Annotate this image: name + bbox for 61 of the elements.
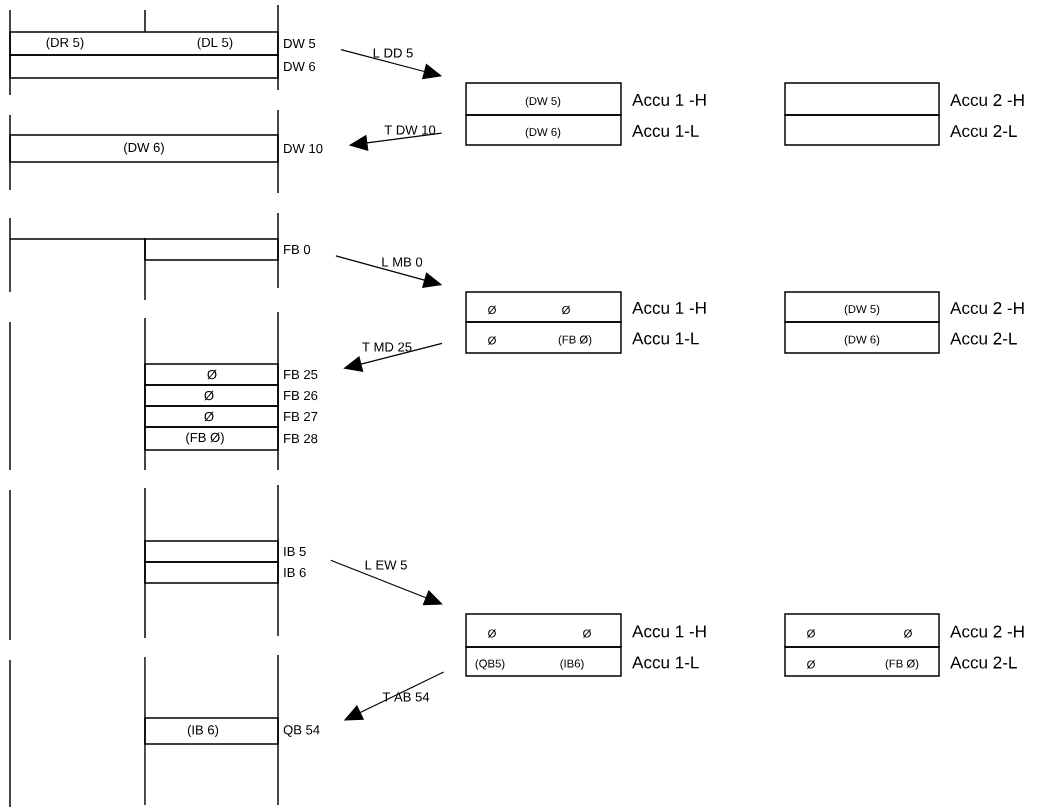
register-label: Accu 1 -H xyxy=(632,302,706,314)
address-label: IB 6 xyxy=(284,567,306,578)
node-label: Ø xyxy=(488,629,497,638)
register-label: Accu 1-L xyxy=(632,332,699,345)
register-row: (QB5) (IB6) xyxy=(465,646,622,677)
edge-label: L MB 0 xyxy=(382,257,423,267)
address-label: FB 27 xyxy=(284,411,318,422)
address-label: DW 6 xyxy=(284,61,316,72)
register-label: Accu 1 -H xyxy=(632,625,706,638)
register-label: Accu 2-L xyxy=(950,332,1017,345)
register-row: Ø Ø xyxy=(465,291,622,323)
register-label: Accu 2 -H xyxy=(950,625,1024,638)
node-label: (QB5) xyxy=(475,659,505,670)
address-label: IB 5 xyxy=(284,546,306,557)
register-row: Ø (FB Ø) xyxy=(784,646,940,677)
edge-label: T DW 10 xyxy=(384,125,436,135)
node-label: Ø xyxy=(488,305,497,315)
memory-row: Ø xyxy=(144,405,279,428)
register-label: Accu 2 -H xyxy=(950,301,1024,315)
register-row: (DW 5) xyxy=(784,291,940,323)
register-label: Accu 1-L xyxy=(632,656,699,669)
register-label: Accu 2 -H xyxy=(950,93,1024,107)
node-label: (DL 5) xyxy=(197,37,233,50)
address-label: FB 28 xyxy=(284,433,318,444)
address-label: FB 0 xyxy=(284,244,311,255)
memory-row: Ø xyxy=(144,363,279,386)
register-label: Accu 1-L xyxy=(632,125,699,137)
register-label: Accu 2-L xyxy=(950,656,1017,669)
register-row: (DW 6) xyxy=(465,114,622,146)
memory-row: Ø xyxy=(144,384,279,407)
node-label: Ø xyxy=(583,629,592,638)
address-label: DW 10 xyxy=(284,143,323,154)
node-label: Ø xyxy=(904,629,913,638)
address-label: FB 25 xyxy=(284,369,318,380)
arrow xyxy=(330,559,443,606)
node-label: (FB Ø) xyxy=(558,335,592,346)
register-label: Accu 1 -H xyxy=(632,94,706,106)
node-label: Ø xyxy=(807,660,816,669)
edge-label: T AB 54 xyxy=(382,692,430,702)
node-label: (FB Ø) xyxy=(885,659,919,670)
memory-row: (DW 6) xyxy=(9,134,279,163)
edge-label: T MD 25 xyxy=(362,342,412,352)
register-label: Accu 2-L xyxy=(950,124,1017,138)
memory-row: (FB Ø) xyxy=(144,426,279,451)
register-row: (DW 6) xyxy=(784,321,940,354)
register-row: (DW 5) xyxy=(465,82,622,116)
node-label: Ø xyxy=(562,305,571,315)
edge-label: L DD 5 xyxy=(373,48,413,58)
address-label: DW 5 xyxy=(284,38,316,49)
register-row: Ø Ø xyxy=(784,613,940,648)
memory-row: (IB 6) xyxy=(144,717,279,745)
node-label: Ø xyxy=(488,336,497,345)
register-row: Ø (FB Ø) xyxy=(465,321,622,354)
register-row: Ø Ø xyxy=(465,613,622,648)
node-label: Ø xyxy=(807,629,816,638)
memory-row: (DR 5) (DL 5) xyxy=(9,31,279,56)
node-label: (IB6) xyxy=(560,659,584,670)
edge-label: L EW 5 xyxy=(365,560,407,570)
node-label: (DR 5) xyxy=(46,37,84,50)
address-label: FB 26 xyxy=(284,390,318,401)
address-label: QB 54 xyxy=(283,725,320,737)
